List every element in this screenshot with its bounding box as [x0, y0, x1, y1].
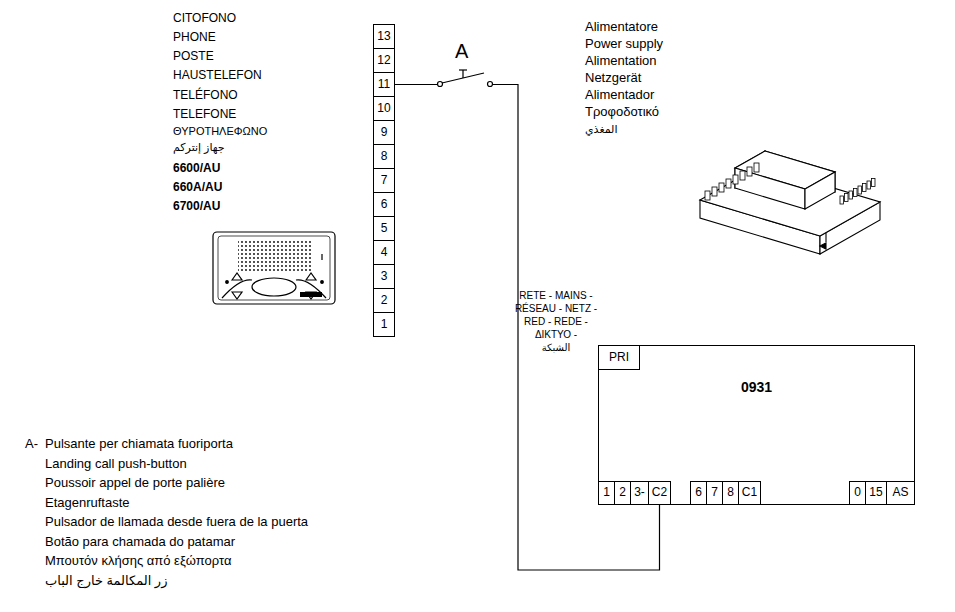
terminal-cell: 4: [373, 240, 395, 265]
terminal-cell: 8: [722, 481, 739, 505]
terminal-cell: 15: [865, 481, 887, 505]
mains-label: RÉSEAU - NETZ -: [515, 303, 597, 315]
mains-label: RED - REDE -: [524, 316, 588, 328]
device-name: Alimentador: [585, 88, 654, 103]
terminal-cell: 8: [373, 144, 395, 169]
node-label: 7: [381, 174, 388, 187]
node-label: 12: [377, 54, 390, 67]
mains-label: RETE - MAINS -: [519, 290, 592, 302]
terminal-cell: 1: [598, 481, 615, 505]
terminal-cell: 9: [373, 120, 395, 145]
device-name: HAUSTELEFON: [173, 69, 262, 83]
device-name: Power supply: [585, 37, 663, 52]
device-name: TELÉFONO: [173, 89, 238, 103]
device-name: CITOFONO: [173, 12, 236, 26]
node-label: 6: [695, 486, 702, 499]
node-label: 11: [378, 78, 390, 91]
terminal-cell: 5: [373, 216, 395, 241]
device-name: Netzgerät: [585, 71, 641, 86]
mains-label: ΔΙΚΤΥΟ -: [535, 329, 577, 341]
model-number: 6600/AU: [173, 162, 220, 176]
wire: [395, 85, 660, 571]
node-label: 13: [377, 30, 390, 43]
device-name: Alimentation: [585, 54, 657, 69]
node-label: 3: [381, 270, 388, 283]
model-number: 660A/AU: [173, 181, 222, 195]
node-label: 1: [603, 486, 610, 499]
switch-letter: A: [455, 40, 468, 63]
node-label: PRI: [609, 351, 629, 364]
device-name: POSTE: [173, 50, 214, 64]
model-number: 6700/AU: [173, 200, 220, 214]
device-name: Alimentatore: [585, 20, 658, 35]
device-name: TELEFONE: [173, 108, 236, 122]
node-label: C2: [652, 486, 667, 499]
terminal-cell: AS: [886, 481, 915, 505]
terminal-cell: 11: [373, 72, 395, 97]
node-label: 3-: [634, 486, 645, 499]
terminal-cell: 7: [706, 481, 723, 505]
node-label: 8: [727, 486, 734, 499]
terminal-cell: 7: [373, 168, 395, 193]
terminal-cell: 6: [690, 481, 707, 505]
node-label: 15: [869, 486, 882, 499]
node-label: 8: [381, 150, 388, 163]
terminal-cell: 2: [614, 481, 631, 505]
node-label: AS: [892, 486, 908, 499]
callout-note: زر المكالمة خارج الباب: [45, 574, 167, 589]
terminal-cell: 2: [373, 288, 395, 313]
node-label: 5: [381, 222, 388, 235]
callout-letter: A-: [25, 437, 38, 452]
push-button-switch: [438, 66, 493, 92]
primary-tab: PRI: [598, 345, 640, 370]
terminal-cell: 3: [373, 264, 395, 289]
terminal-cell: 1: [373, 312, 395, 337]
terminal-cell: C2: [648, 481, 671, 505]
device-name: PHONE: [173, 31, 216, 45]
callout-note: Pulsante per chiamata fuoriporta: [45, 437, 233, 452]
terminal-cell: 13: [373, 24, 395, 49]
power-supply-box: 0931 PRI 12 3- C2 678 C1 0 15 AS: [598, 345, 915, 505]
callout-note: Μπουτόν κλήσης από εξώπορτα: [45, 554, 231, 569]
device-name: جهاز إنتركم: [173, 141, 225, 154]
node-label: C1: [742, 486, 757, 499]
device-name: Τροφοδοτικό: [585, 105, 659, 120]
callout-note: Poussoir appel de porte palière: [45, 476, 225, 491]
terminal-cell: 3-: [630, 481, 649, 505]
callout-note: Landing call push-button: [45, 457, 187, 472]
node-label: 2: [381, 294, 388, 307]
device-name: المغذي: [585, 123, 617, 136]
terminal-cell: 12: [373, 48, 395, 73]
node-label: 7: [711, 486, 718, 499]
callout-note: Botão para chamada do patamar: [45, 535, 235, 550]
device-name: ΘΥΡΟΤΗΛΕΦΩΝΟ: [173, 125, 267, 138]
node-label: 9: [381, 126, 388, 139]
terminal-cell: 6: [373, 192, 395, 217]
node-label: 10: [377, 102, 390, 115]
power-supply-unit: [700, 151, 880, 254]
node-label: 2: [619, 486, 626, 499]
intercom-phone: [213, 232, 335, 304]
terminal-cell: C1: [738, 481, 761, 505]
terminal-cell: 0: [849, 481, 866, 505]
terminal-cell: 10: [373, 96, 395, 121]
callout-note: Etagenruftaste: [45, 496, 130, 511]
mains-label: الشبكة: [542, 342, 571, 354]
node-label: 6: [381, 198, 388, 211]
node-label: 4: [381, 246, 388, 259]
node-label: 0: [854, 486, 861, 499]
node-label: 0931: [599, 380, 914, 395]
callout-note: Pulsador de llamada desde fuera de la pu…: [45, 515, 308, 530]
node-label: 1: [381, 318, 388, 331]
